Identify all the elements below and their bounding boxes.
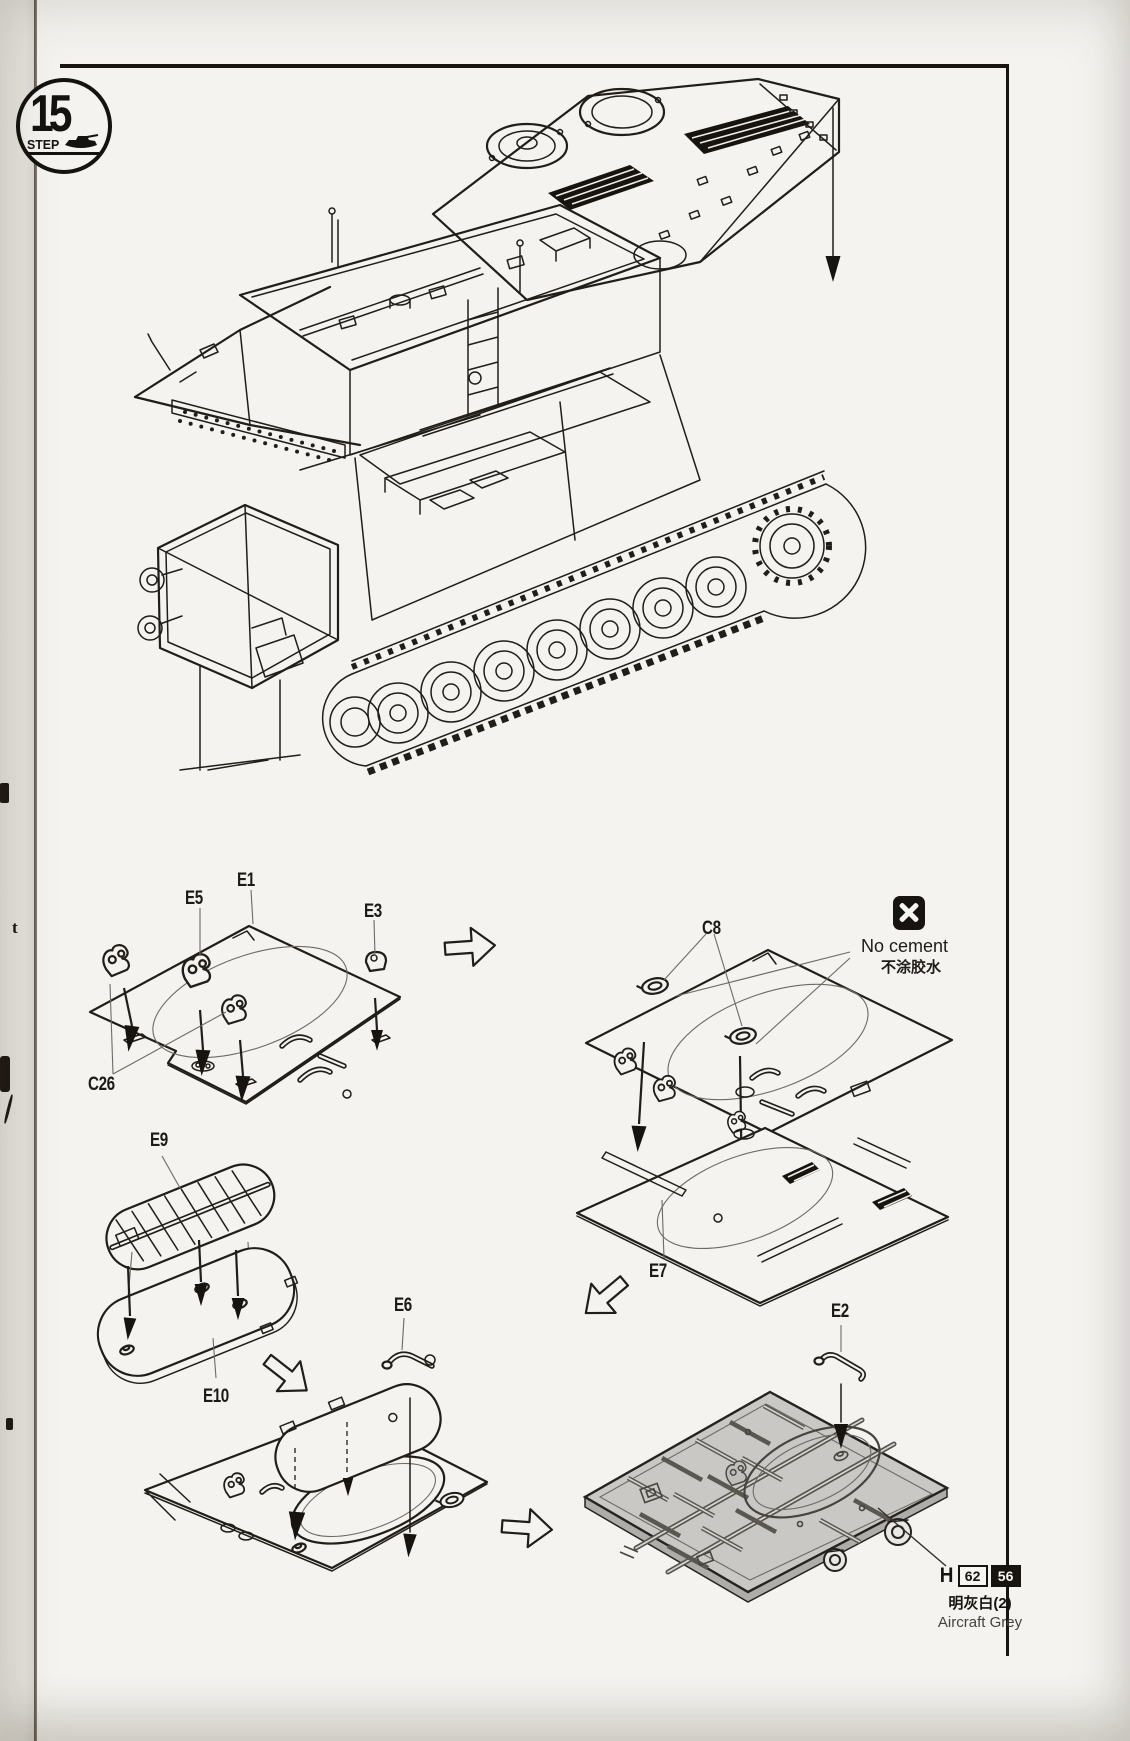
edge-ink-mark [0, 783, 9, 803]
hatch-panel-group [143, 1317, 489, 1572]
part-label-e10: E10 [203, 1386, 229, 1407]
engine-grille [548, 106, 810, 210]
no-cement-icon [893, 896, 925, 930]
part-label-e2: E2 [831, 1301, 849, 1322]
step-underline [27, 152, 99, 155]
label-leaders [109, 889, 376, 1075]
part-label-e9: E9 [150, 1130, 168, 1151]
step-number: 15 [30, 85, 72, 143]
paint-callout: H 62 56 明灰白(2) Aircraft Grey [915, 1564, 1045, 1631]
part-label-e6: E6 [394, 1295, 412, 1316]
part-label-e7: E7 [649, 1261, 667, 1282]
track-assembly [321, 470, 867, 776]
no-cement-leaders [675, 951, 851, 1045]
part-label-e5: E5 [185, 888, 203, 909]
part-label-c26: C26 [88, 1074, 115, 1095]
vehicle-illustration [133, 77, 867, 776]
edge-text-fragment: t [12, 918, 18, 937]
insert-arrow [825, 107, 841, 282]
edge-ink-mark [0, 1056, 10, 1092]
step-badge: 15 STEP [16, 78, 112, 174]
process-arrow-right-icon [442, 925, 498, 969]
paint-pointer-line [877, 1507, 947, 1567]
no-cement-text-zh: 不涂胶水 [881, 959, 942, 976]
paint-code-right: 56 [990, 1565, 1021, 1587]
roll-cage [137, 503, 340, 771]
part-label-c8: C8 [702, 918, 721, 939]
hatch-e9-e10-group [96, 1155, 299, 1384]
no-cement-text-en: No cement [861, 936, 949, 956]
process-arrow-downright-icon [254, 1343, 320, 1407]
paint-name-en: Aircraft Grey [937, 1614, 1023, 1631]
paint-name-zh: 明灰白(2) [948, 1595, 1012, 1612]
top-rule [60, 64, 1009, 68]
panel-e7-group [575, 1109, 950, 1307]
part-label-e1: E1 [237, 870, 255, 891]
tank-icon [65, 134, 99, 148]
under-page-strip [0, 0, 36, 1741]
gray-panel-group [582, 1325, 950, 1603]
part-label-e3: E3 [364, 901, 382, 922]
edge-ink-mark [6, 1418, 13, 1430]
step-label: STEP [27, 137, 60, 152]
panel-e1-group [88, 889, 402, 1105]
page-edge [34, 0, 37, 1741]
process-arrow-downleft-icon [572, 1265, 638, 1329]
paint-code-left: 62 [957, 1565, 988, 1587]
paint-system-letter: H [940, 1564, 954, 1587]
process-arrow-right2-icon [499, 1506, 555, 1550]
right-rule [1006, 64, 1009, 1656]
